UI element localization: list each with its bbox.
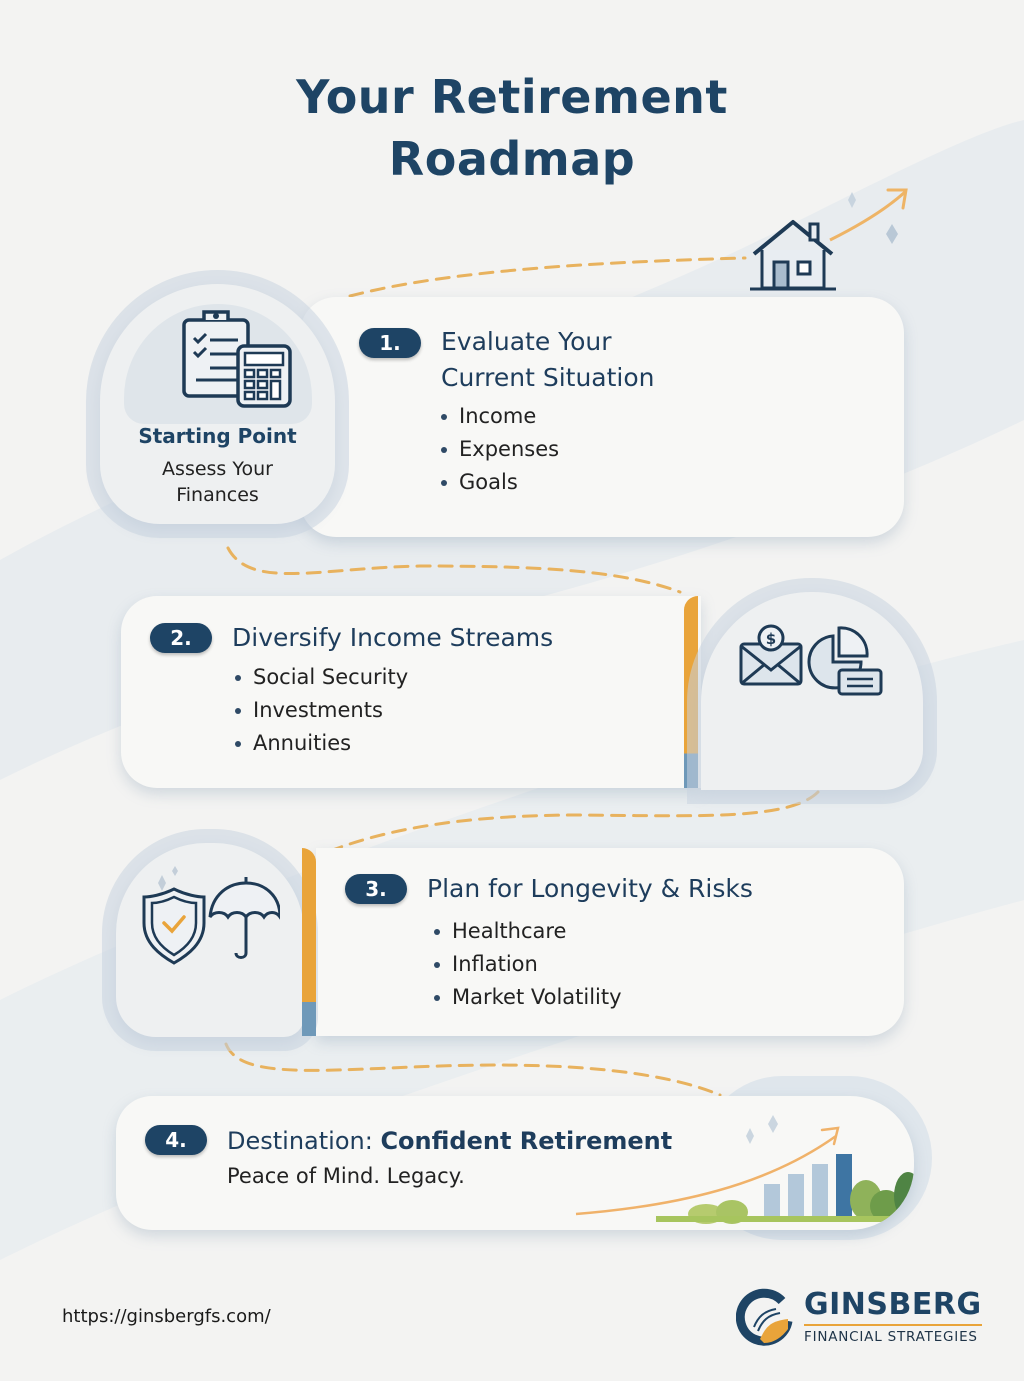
page-title: Your Retirement Roadmap bbox=[296, 70, 728, 186]
step-2-badge: 2. bbox=[150, 623, 212, 653]
logo-divider bbox=[804, 1324, 982, 1326]
svg-text:$: $ bbox=[766, 630, 776, 648]
growth-bar-chart-icon bbox=[575, 1115, 914, 1224]
step-1-badge: 1. bbox=[359, 328, 421, 358]
step-3-header: 3. Plan for Longevity & Risks bbox=[345, 871, 753, 907]
step-4-card bbox=[116, 1096, 914, 1230]
list-item: Expenses bbox=[439, 433, 559, 466]
step-4-title: Destination: Confident Retirement bbox=[227, 1127, 673, 1155]
starting-point-subtitle-1: Assess Your bbox=[162, 458, 273, 480]
step-2-header: 2. Diversify Income Streams bbox=[150, 620, 553, 656]
step-2-icon-bubble: $ bbox=[701, 592, 923, 790]
step-1-bullets: Income Expenses Goals bbox=[439, 400, 559, 499]
list-item: Investments bbox=[233, 694, 408, 727]
list-item: Social Security bbox=[233, 661, 408, 694]
step-4-header: 4. Destination: Confident Retirement bbox=[145, 1123, 672, 1159]
list-item: Goals bbox=[439, 466, 559, 499]
logo-subtitle: FINANCIAL STRATEGIES bbox=[804, 1329, 978, 1345]
step-3-bullets: Healthcare Inflation Market Volatility bbox=[432, 915, 622, 1014]
logo-name: GINSBERG bbox=[804, 1287, 982, 1322]
list-item: Market Volatility bbox=[432, 981, 622, 1014]
step-3-accent-stripe bbox=[302, 848, 316, 1036]
step-3-badge: 3. bbox=[345, 874, 407, 904]
starting-point-title: Starting Point bbox=[138, 424, 297, 448]
ginsberg-logo: GINSBERG FINANCIAL STRATEGIES bbox=[736, 1287, 982, 1347]
list-item: Inflation bbox=[432, 948, 622, 981]
step-3-icon-bubble bbox=[116, 843, 304, 1037]
list-item: Annuities bbox=[233, 727, 408, 760]
starting-point-bubble: Starting Point Assess Your Finances bbox=[100, 284, 335, 524]
footer-url-link[interactable]: https://ginsbergfs.com/ bbox=[62, 1306, 271, 1327]
step-4-subtitle: Peace of Mind. Legacy. bbox=[227, 1164, 465, 1188]
step-2-card bbox=[121, 596, 701, 788]
list-item: Income bbox=[439, 400, 559, 433]
envelope-dollar-pie-chart-icon: $ bbox=[739, 624, 883, 696]
shield-umbrella-icon bbox=[142, 866, 280, 965]
step-3-card bbox=[316, 848, 904, 1036]
step-2-bullets: Social Security Investments Annuities bbox=[233, 661, 408, 760]
step-1-title: Evaluate Your Current Situation bbox=[441, 327, 655, 392]
ginsberg-g-logo-icon bbox=[736, 1288, 793, 1346]
step-3-title: Plan for Longevity & Risks bbox=[427, 874, 753, 903]
step-2-title: Diversify Income Streams bbox=[232, 623, 554, 652]
clipboard-calculator-icon bbox=[182, 310, 292, 408]
house-icon bbox=[750, 220, 836, 291]
starting-point-subtitle-2: Finances bbox=[176, 484, 259, 506]
list-item: Healthcare bbox=[432, 915, 622, 948]
step-1-header: 1. Evaluate Your Current Situation bbox=[359, 324, 655, 396]
step-2-accent-stripe bbox=[684, 596, 698, 788]
step-4-badge: 4. bbox=[145, 1125, 207, 1155]
